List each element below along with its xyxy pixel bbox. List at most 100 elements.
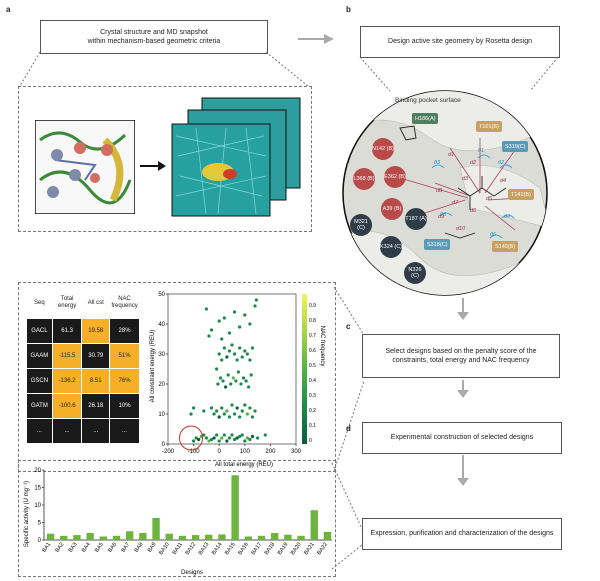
table-cell-cst: 8.51 <box>81 368 111 394</box>
x-tick-label: 200 <box>265 449 276 455</box>
x-tick-label: BA22 <box>316 542 329 556</box>
scatter-point <box>230 343 234 347</box>
x-tick-label: BA7 <box>120 542 131 554</box>
y-tick-label: 0 <box>38 538 42 544</box>
y-tick-label: 5 <box>38 521 42 527</box>
bar <box>73 535 81 540</box>
table-header-nac: NAC frequency <box>111 296 138 309</box>
scatter-point <box>218 376 223 380</box>
scatter-point <box>235 358 239 362</box>
scatter-point <box>248 358 252 362</box>
scatter-point <box>227 436 232 440</box>
scatter-point <box>229 382 233 386</box>
scatter-point <box>209 406 214 410</box>
distance-label: d2 <box>470 160 477 166</box>
bar-xlabel: Designs <box>181 570 203 576</box>
scatter-point <box>217 319 221 323</box>
table-cell-seq: ... <box>26 418 53 444</box>
table-cell-nac: 51% <box>109 343 140 369</box>
residue-label: K324 (C) <box>380 236 402 258</box>
y-tick-label: 40 <box>158 322 165 328</box>
residue-label: S140(B) <box>492 241 519 252</box>
angle-label: θ3 <box>434 160 441 166</box>
colorbar-tick-label: 0.1 <box>309 423 316 429</box>
bar <box>99 536 108 540</box>
table-header-seq: Seq <box>34 299 45 306</box>
scatter-point <box>250 415 255 419</box>
scatter-point <box>222 412 226 416</box>
scatter-point <box>243 313 247 317</box>
scatter-point <box>244 379 248 383</box>
residue-label: L368 (B) <box>353 168 375 190</box>
residue-label: E362 (B) <box>384 166 406 188</box>
expression-box: Expression, purification and characteriz… <box>362 518 562 550</box>
panel-label-a: a <box>6 5 11 14</box>
x-tick-label: 100 <box>240 449 251 455</box>
scatter-point <box>235 436 239 440</box>
distance-label: d8 <box>436 188 443 194</box>
table-cell-seq: GSCN <box>26 368 53 394</box>
scatter-point <box>238 346 242 350</box>
residue-label: A39 (B) <box>381 198 403 220</box>
panel-label-b: b <box>346 5 351 14</box>
x-tick-label: BA13 <box>198 542 211 556</box>
x-tick-label: BA9 <box>147 542 158 554</box>
scatter-point <box>232 412 237 416</box>
bar <box>165 533 173 540</box>
zoom-lines-b <box>359 56 559 92</box>
y-tick-label: 50 <box>158 292 165 298</box>
scatter-point <box>245 412 249 416</box>
distance-label: d10 <box>456 226 466 232</box>
residue-label: T141(B) <box>508 189 534 200</box>
y-tick-label: 10 <box>34 503 41 509</box>
scatter-point <box>204 307 208 311</box>
activity-frame <box>18 460 336 577</box>
scatter-point <box>240 433 244 437</box>
colorbar <box>302 294 307 444</box>
x-tick-label: BA3 <box>68 542 79 554</box>
scatter-point <box>209 437 214 442</box>
scatter-plot-area <box>167 293 297 445</box>
table-cell-total: -115.5 <box>51 343 83 369</box>
colorbar-tick-label: 0.3 <box>309 393 316 399</box>
scatter-point <box>238 415 242 419</box>
arrow-right-icon <box>298 34 334 44</box>
x-tick-label: BA21 <box>303 542 316 556</box>
x-tick-label: BA19 <box>277 542 290 556</box>
scatter-point <box>245 352 249 356</box>
scatter-point <box>209 328 214 332</box>
x-tick-label: BA2 <box>55 542 66 554</box>
x-tick-label: BA15 <box>224 542 237 556</box>
y-tick-label: 20 <box>158 382 165 388</box>
flow-line <box>462 455 464 479</box>
scatter-point <box>245 436 249 440</box>
scatter-point <box>238 434 242 439</box>
scatter-point <box>225 439 229 443</box>
distance-label: d3 <box>462 176 469 182</box>
scatter-point <box>220 406 224 410</box>
arrow-right-icon <box>140 161 166 171</box>
bar <box>297 535 305 540</box>
angle-label: θ4 <box>504 214 511 220</box>
arrow-down-icon <box>457 478 469 486</box>
scatter-point <box>192 406 196 410</box>
scatter-point <box>235 406 239 410</box>
arrow-down-icon <box>457 312 469 320</box>
scatter-point <box>215 367 219 371</box>
bar <box>284 534 292 540</box>
colorbar-tick-label: 0.8 <box>309 318 316 324</box>
bar-ylabel: Specific activity (U mg⁻¹) <box>24 481 30 547</box>
x-tick-label: BA16 <box>237 542 250 556</box>
scatter-point <box>254 298 258 302</box>
scatter-point <box>253 304 257 308</box>
scatter-point <box>215 433 219 437</box>
colorbar-tick-label: 0.4 <box>309 378 316 384</box>
colorbar-tick-label: 0 <box>309 438 312 444</box>
x-tick-label: BA10 <box>158 542 171 556</box>
bar <box>270 533 279 540</box>
flow-line <box>462 298 464 314</box>
zoom-lines-c <box>333 286 365 472</box>
